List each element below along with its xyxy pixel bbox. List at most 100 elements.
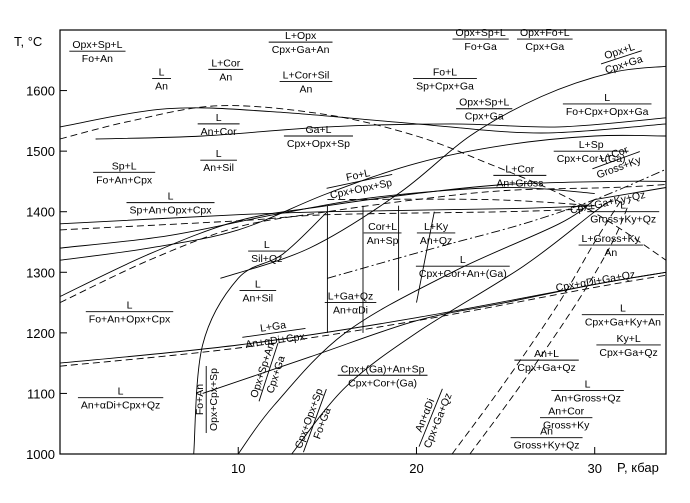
reaction-label-0-top: Opx+Sp+L: [72, 39, 122, 51]
reaction-label-13-top: L+Sp: [579, 139, 604, 151]
x-axis-label: P, кбар: [617, 460, 659, 475]
reaction-label-3-top: L+Opx: [285, 30, 317, 42]
reaction-label-32-top: An+Cor: [548, 406, 584, 418]
slanted-label-5-top: L+Ga: [259, 319, 287, 335]
reaction-label-bars: [69, 38, 664, 439]
reaction-label-33-bottom: Gross+Ky+Qz: [514, 440, 580, 452]
reaction-label-10-top: L: [216, 148, 222, 160]
slanted-label-3: Cpx+Ga+Ky+Qz: [569, 189, 647, 217]
reaction-label-15-top: L: [168, 191, 174, 203]
reaction-label-17-top: L: [264, 239, 270, 251]
reaction-label-9-bottom: An+Cor: [201, 126, 237, 138]
slanted-bar-0: [600, 50, 642, 65]
reaction-label-30-bottom: An+Gross+Qz: [554, 392, 621, 404]
reaction-label-33-top: An: [540, 426, 553, 438]
reaction-label-21-top: L+Gross+Ky: [582, 233, 641, 245]
slanted-label-6-top: Fo+An: [194, 384, 206, 415]
reaction-label-16-bottom: An+Gross: [496, 177, 543, 189]
reaction-label-14-bottom: Fo+An+Cpx: [96, 174, 153, 186]
phase-boundary-0: [59, 107, 667, 134]
reaction-label-18-top: Cor+L: [368, 221, 397, 233]
y-tick-label-4: 1400: [26, 205, 55, 220]
reaction-label-23-bottom: An+Sil: [243, 292, 274, 304]
reaction-label-29-bottom: Cpx+Ga+Qz: [517, 362, 575, 374]
phase-boundary-18: [451, 199, 622, 455]
y-axis-label: T, °C: [14, 34, 42, 49]
phase-boundary-7: [59, 187, 595, 249]
reaction-label-0-bottom: Fo+An: [82, 53, 113, 65]
reaction-label-28-top: Cpx+(Ga)+An+Sp: [341, 363, 425, 375]
reaction-label-1-top: L: [159, 66, 165, 78]
reaction-label-12-bottom: Fo+Cpx+Opx+Ga: [566, 106, 649, 118]
slanted-bar-1: [326, 173, 393, 189]
reaction-label-8-bottom: Cpx+Ga: [465, 111, 504, 123]
reaction-label-19-bottom: An+Qz: [420, 235, 452, 247]
x-tick-label-1: 20: [409, 461, 423, 476]
x-tick-label-2: 30: [587, 461, 601, 476]
phase-boundary-13: [59, 274, 667, 367]
reaction-label-21-bottom: An: [604, 247, 617, 259]
reaction-label-17-bottom: Sil+Qz: [251, 253, 282, 265]
y-tick-label-2: 1200: [26, 326, 55, 341]
reaction-label-20-top: L: [620, 200, 626, 212]
reaction-label-32-bottom: Gross+Ky: [543, 420, 590, 432]
reaction-label-25-top: L+Ga+Qz: [328, 291, 374, 303]
reaction-label-15-bottom: Sp+An+Opx+Cpx: [129, 205, 212, 217]
phase-boundary-19: [469, 199, 631, 455]
reaction-label-23-top: L: [255, 278, 261, 290]
reaction-label-4-bottom: An: [300, 83, 313, 95]
reaction-label-24-bottom: Fo+An+Opx+Cpx: [89, 314, 171, 326]
reaction-label-10-bottom: An+Sil: [203, 162, 234, 174]
reaction-label-1-bottom: An: [155, 80, 168, 92]
slanted-bar-7: [258, 342, 279, 402]
phase-boundary-15: [193, 211, 328, 455]
reaction-label-26-bottom: Cpx+Ga+Ky+An: [585, 317, 661, 329]
phase-boundary-5: [59, 134, 667, 261]
reaction-label-7-bottom: Sp+Cpx+Ga: [416, 80, 474, 92]
reaction-label-5-bottom: Fo+Ga: [464, 41, 497, 53]
reaction-label-2-bottom: An: [219, 71, 232, 83]
reaction-label-3-bottom: Cpx+Ga+An: [272, 44, 330, 56]
reaction-label-22-top: L: [460, 254, 466, 266]
reaction-label-28-bottom: Cpx+Cor+(Ga): [348, 377, 417, 389]
slanted-bar-9: [418, 388, 443, 447]
y-tick-label-1: 1100: [27, 386, 55, 401]
reaction-label-11-bottom: Cpx+Opx+Sp: [287, 138, 350, 150]
reaction-label-2-top: L+Cor: [211, 57, 240, 69]
reaction-label-31-bottom: An+αDi+Cpx+Qz: [81, 400, 160, 412]
reaction-label-4-top: L+Cor+Sil: [283, 69, 330, 81]
reaction-label-13-bottom: Cpx+Cor+(Ga): [557, 153, 626, 165]
reaction-label-26-top: L: [620, 303, 626, 315]
slanted-bar-8: [303, 389, 327, 453]
y-tick-label-6: 1600: [26, 84, 55, 99]
y-tick-label-0: 1000: [26, 447, 55, 462]
phase-boundary-10: [327, 168, 667, 279]
reaction-label-12-top: L: [604, 92, 610, 104]
phase-boundary-14: [202, 271, 667, 394]
reaction-label-18-bottom: An+Sp: [367, 235, 399, 247]
reaction-label-16-top: L+Cor: [505, 163, 534, 175]
slanted-label-6-bottom: Opx+Cpx+Sp: [208, 368, 220, 431]
phase-boundary-11: [594, 187, 667, 201]
reaction-label-22-bottom: Cpx+Cor+An+(Ga): [419, 268, 507, 280]
reaction-label-27-bottom: Cpx+Ga+Qz: [599, 347, 657, 359]
reaction-label-6-bottom: Cpx+Ga: [525, 41, 564, 53]
plot-frame: [59, 29, 667, 455]
phase-boundary-6: [220, 65, 667, 279]
phase-boundary-23: [416, 211, 435, 303]
reaction-label-24-top: L: [127, 300, 133, 312]
reaction-label-8-top: Opx+Sp+L: [459, 97, 509, 109]
phase-boundary-4: [59, 184, 667, 304]
phase-boundary-16: [237, 199, 595, 455]
phase-boundaries: [59, 65, 667, 455]
slanted-label-3-top: Cpx+Ga+Ky+Qz: [569, 189, 647, 217]
reaction-label-30-top: L: [585, 378, 591, 390]
reaction-label-20-bottom: Gross+Ky+Qz: [590, 214, 656, 226]
slanted-label-1-top: Fo+L: [345, 167, 371, 184]
